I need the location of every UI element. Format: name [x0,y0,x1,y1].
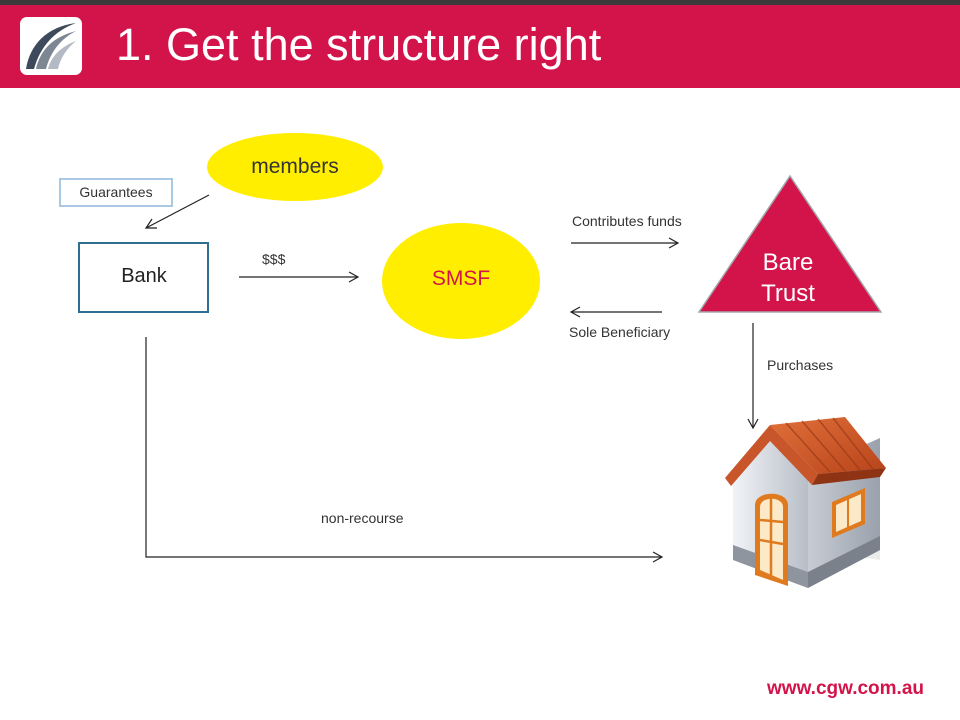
arrow-contributes-head [668,237,680,249]
bank-box [78,242,209,313]
arrow-money-head [348,271,360,283]
members-label: members [251,155,339,178]
house-icon [725,417,886,588]
slide-title: 1. Get the structure right [116,19,602,70]
guarantees-box [59,178,173,207]
members-ellipse [207,133,383,201]
purchases-label: Purchases [767,357,834,373]
top-rule [0,0,960,5]
arrow-non-recourse-head [652,551,664,563]
guarantees-label: Guarantees [79,184,153,200]
footer-url[interactable]: www.cgw.com.au [767,678,924,699]
sole-beneficiary-label: Sole Beneficiary [569,324,671,340]
bare-trust-triangle [697,174,883,313]
cgw-logo-icon [20,17,82,75]
non-recourse-label: non-recourse [321,510,404,526]
arrow-guarantee-head [144,218,157,229]
money-label: $$$ [262,251,286,267]
arrow-purchases-head [747,418,759,430]
arrow-guarantee [145,194,210,229]
contributes-funds-label: Contributes funds [572,213,682,229]
bank-label: Bank [121,265,167,287]
bare-trust-label: Bare Trust [761,249,815,308]
arrow-non-recourse [145,337,662,558]
header-band [0,5,960,88]
smsf-label: SMSF [431,267,491,290]
smsf-ellipse [382,223,540,339]
arrow-sole-beneficiary-head [569,306,581,318]
